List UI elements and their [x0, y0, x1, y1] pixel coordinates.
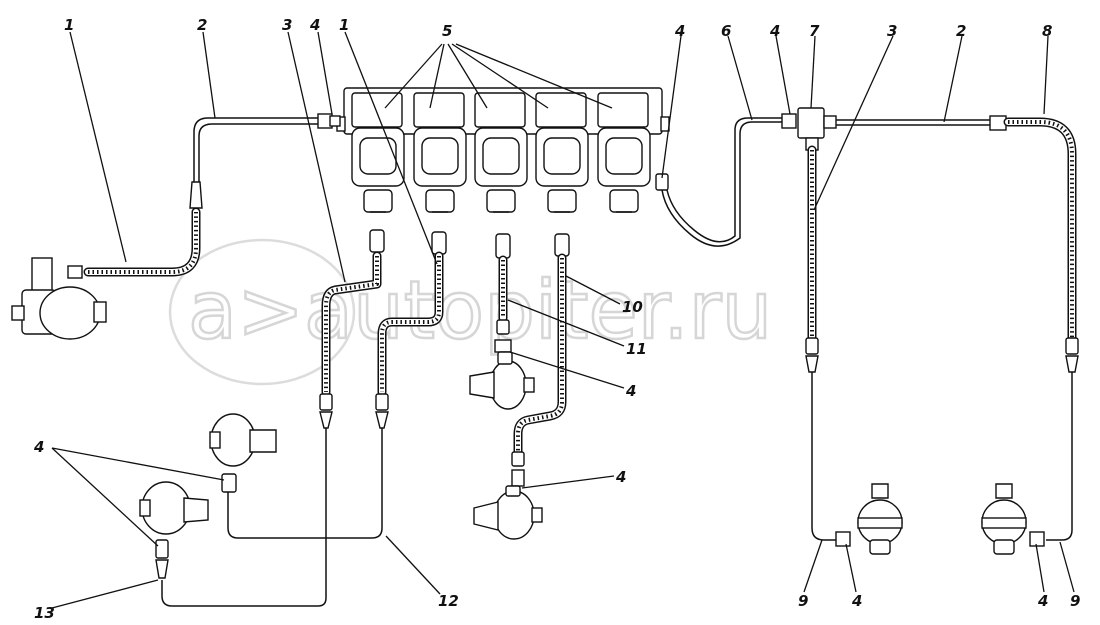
callout-4: 4	[674, 22, 685, 40]
brake-chamber-center-lower	[473, 485, 543, 540]
watermark-logo: a>autopiter.ru	[168, 238, 774, 386]
brake-chamber-center-upper	[469, 351, 535, 410]
callout-2: 2	[197, 16, 207, 34]
brake-chamber-right-b	[981, 483, 1045, 555]
hose-8	[1003, 117, 1079, 541]
watermark-text: a>autopiter.ru	[188, 264, 772, 357]
valve-block	[336, 87, 670, 213]
callout-6: 6	[721, 22, 731, 40]
callout-7: 7	[809, 22, 820, 40]
callout-12: 12	[438, 592, 459, 610]
hose-11	[494, 233, 512, 353]
brake-chamber-right-a	[835, 483, 903, 555]
callout-4: 4	[615, 468, 626, 486]
leader-lines	[51, 31, 1075, 609]
callout-2: 2	[956, 22, 966, 40]
callout-8: 8	[1042, 22, 1052, 40]
callout-4: 4	[309, 16, 320, 34]
callout-1: 1	[339, 16, 349, 34]
callout-4: 4	[625, 382, 636, 400]
callout-1: 1	[64, 16, 74, 34]
hose-1-center	[227, 231, 447, 539]
callout-4: 4	[33, 438, 44, 456]
callout-3: 3	[282, 16, 292, 34]
pipe-6	[655, 113, 797, 247]
callout-3: 3	[887, 22, 897, 40]
callout-9: 9	[1070, 592, 1080, 610]
callout-labels: 1 2 3 4 1 5 4 6 4 7 3 2 8 10 11 4 4 4 12…	[33, 16, 1080, 622]
brake-chamber-left-upper	[209, 413, 277, 493]
pipe-2-left	[193, 113, 341, 182]
callout-11: 11	[626, 340, 647, 358]
callout-5: 5	[442, 22, 452, 40]
pipe-2-right	[836, 115, 1007, 131]
callout-10: 10	[622, 298, 643, 316]
callout-4: 4	[1037, 592, 1048, 610]
master-cylinder	[11, 257, 107, 340]
callout-9: 9	[798, 592, 808, 610]
tee-7	[797, 107, 837, 151]
callout-13: 13	[34, 604, 55, 622]
callout-4: 4	[851, 592, 862, 610]
hose-3-right	[805, 145, 836, 541]
brake-chamber-left-lower	[139, 481, 209, 579]
callout-4: 4	[769, 22, 780, 40]
hose-3-left	[161, 229, 385, 607]
hose-1-left	[67, 181, 203, 279]
